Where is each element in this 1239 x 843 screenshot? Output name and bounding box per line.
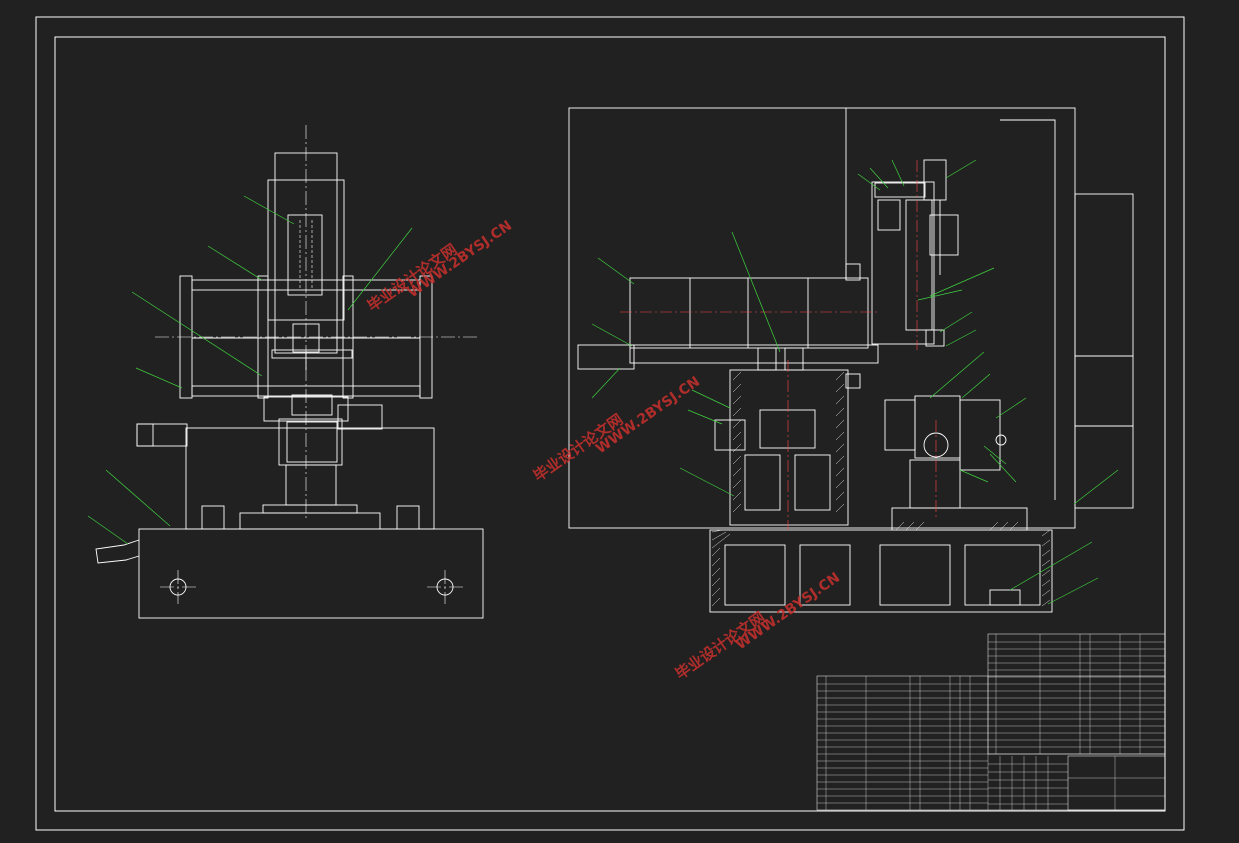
watermark-url: WWW.2BYSJ.CN (733, 570, 843, 654)
front-view-centerlines (620, 160, 937, 530)
side-view (95, 152, 484, 619)
watermark-group: 毕业设计论文网 WWW.2BYSJ.CN 毕业设计论文网 WWW.2BYSJ.C… (364, 218, 843, 684)
watermark-text: 毕业设计论文网 (672, 608, 768, 683)
title-block (816, 633, 1166, 811)
front-view (568, 107, 1134, 613)
side-view-leaders (87, 195, 413, 545)
drawing-border (35, 16, 1185, 831)
side-view-hidden (299, 220, 313, 290)
bom-grid (817, 634, 1165, 810)
front-view-hatching (711, 371, 1051, 607)
side-view-centerlines (155, 125, 478, 604)
front-view-leaders (591, 159, 1119, 605)
